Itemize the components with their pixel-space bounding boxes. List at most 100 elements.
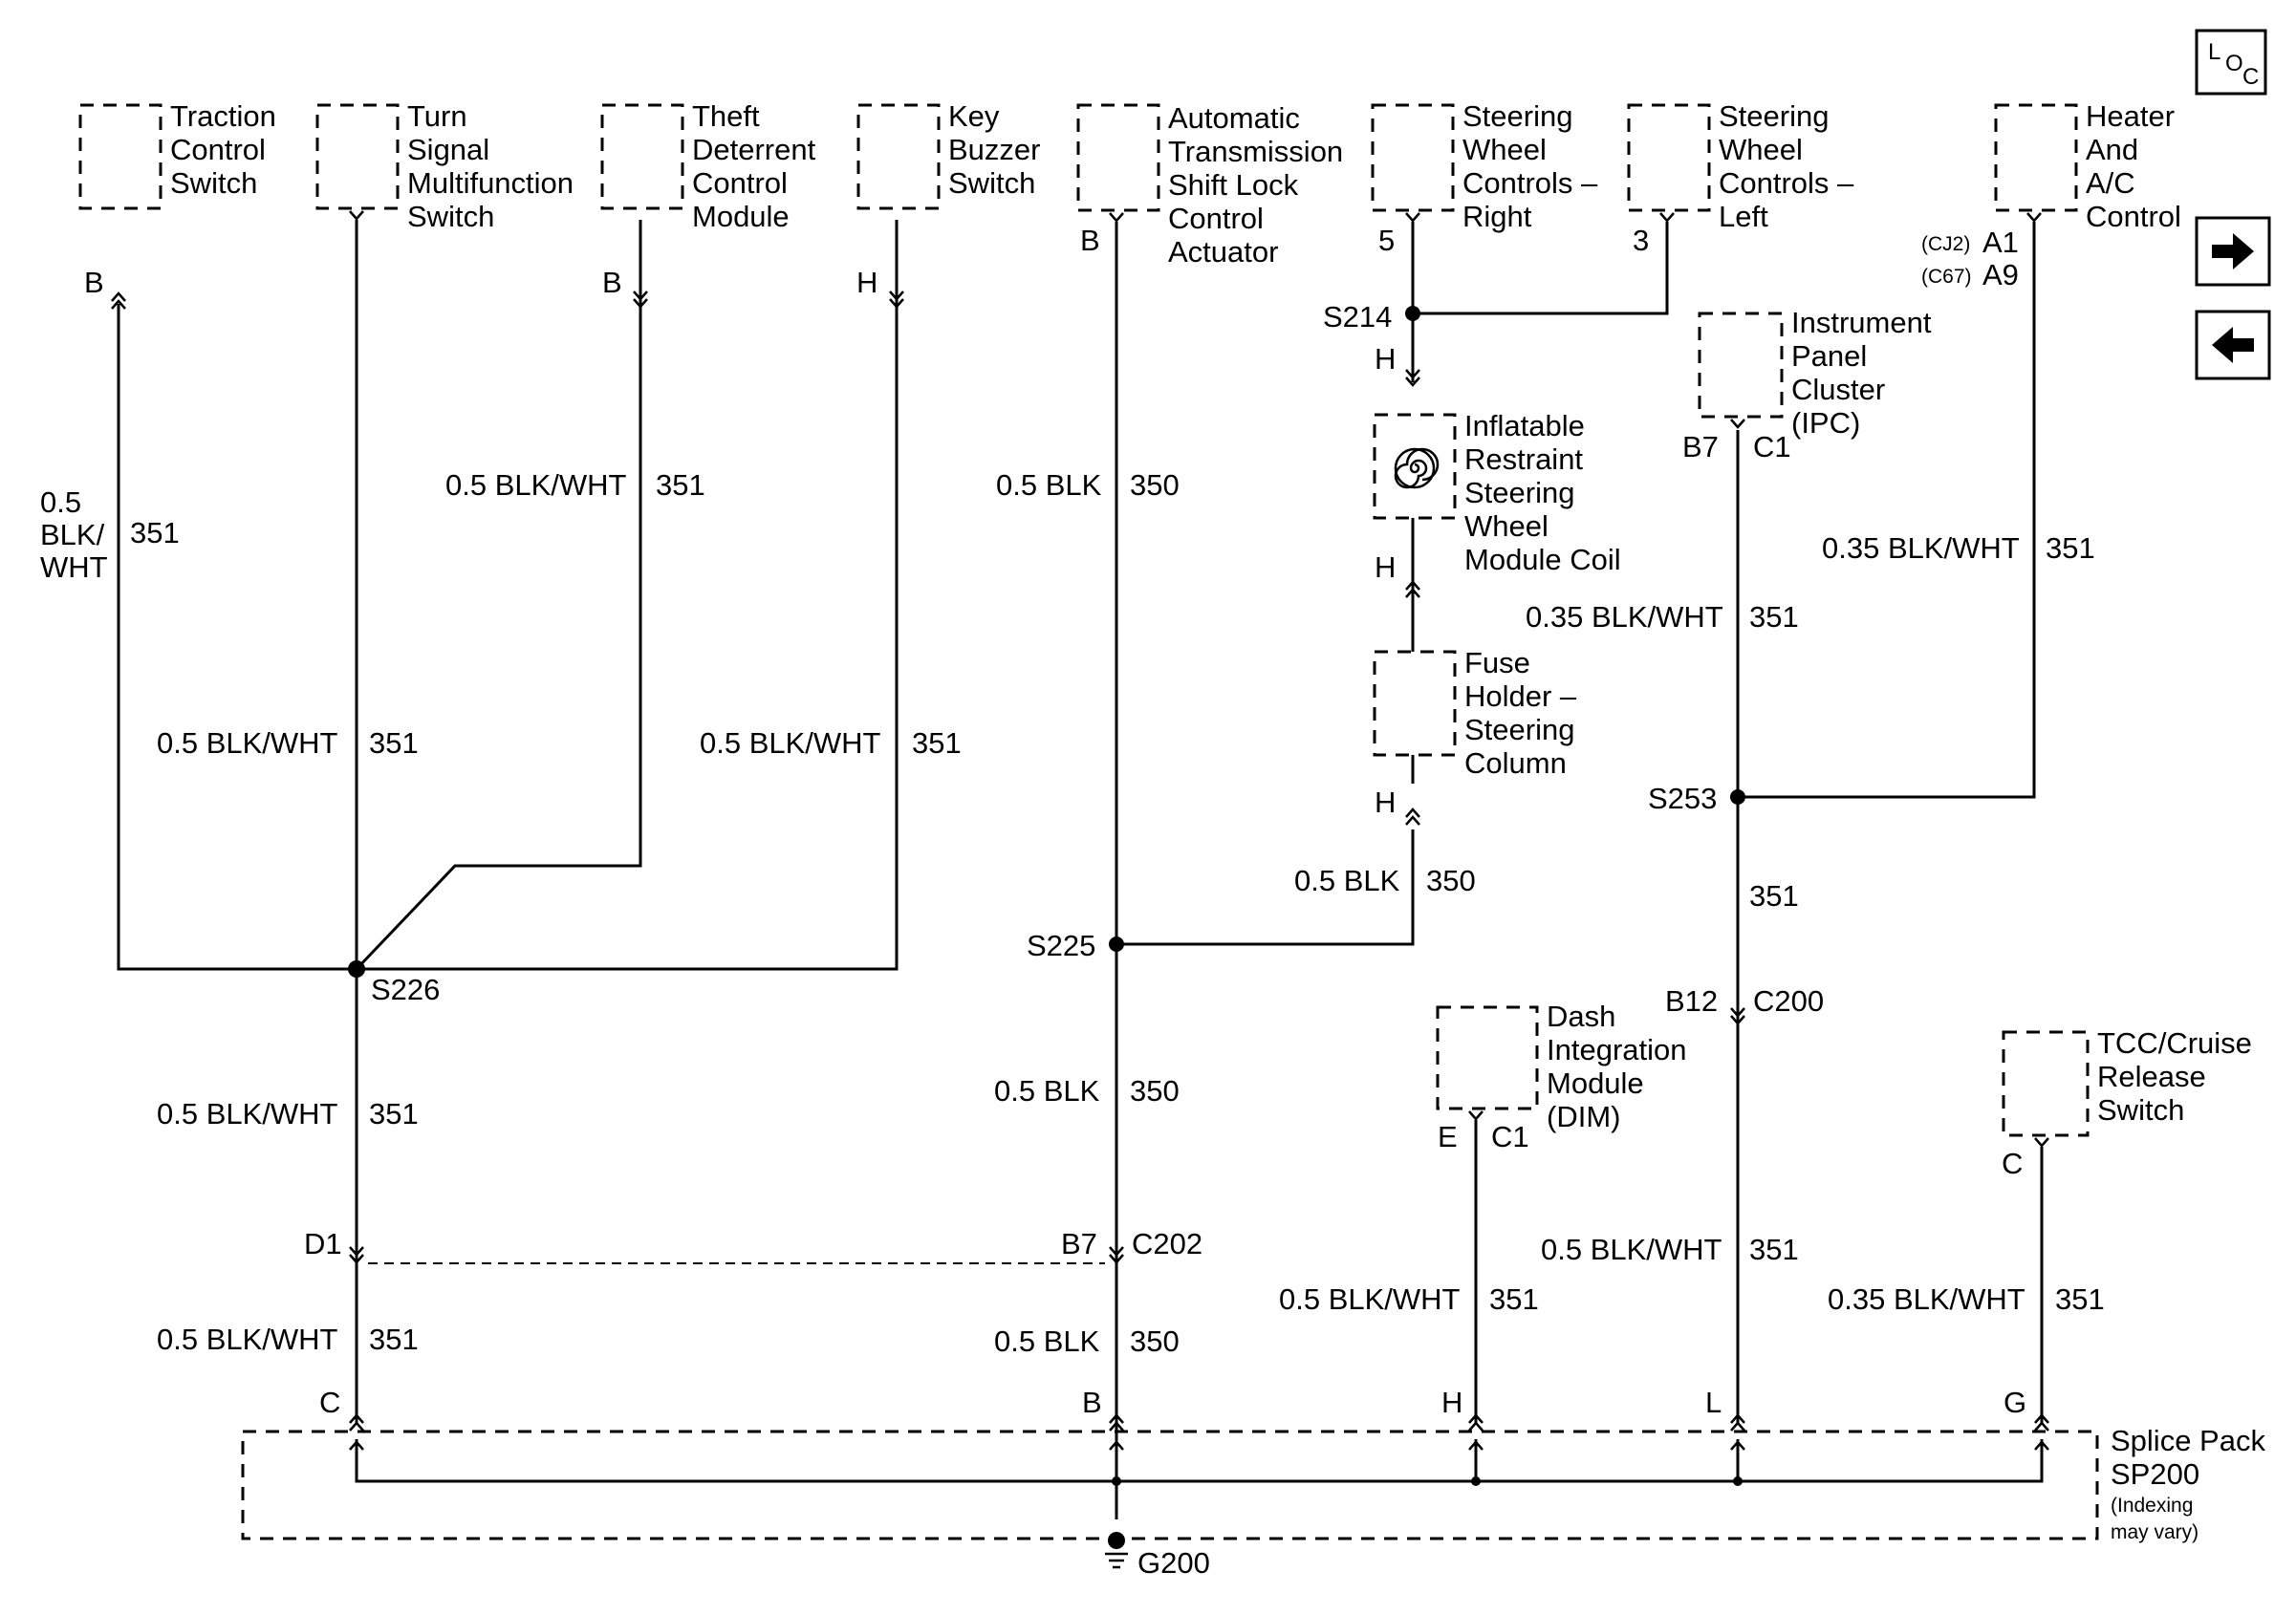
pin-coil-bottom: H	[1375, 550, 1396, 584]
arrow-left-icon	[2212, 327, 2254, 363]
wire-traction	[117, 304, 357, 971]
traction-control-switch	[78, 103, 162, 210]
splice-pack-sp200	[241, 1430, 2099, 1540]
wire8-circuit: 351	[369, 1097, 419, 1130]
wire-swc-left	[1413, 222, 1669, 315]
fuse-holder-steering-column	[1373, 650, 1457, 757]
wire1-circuit: 351	[130, 516, 180, 549]
pin-hvac-a9: A9	[1982, 258, 2019, 291]
steering-wheel-controls-right	[1371, 103, 1455, 212]
ground-g200-dot	[1108, 1532, 1125, 1549]
wire3-spec: 0.5 BLK/WHT	[157, 726, 338, 760]
steering-wheel-controls-left	[1627, 103, 1711, 212]
splice-s226: S226	[371, 973, 440, 1006]
wire12-circuit: 351	[2046, 531, 2095, 565]
wire5-circuit: 350	[1130, 468, 1180, 502]
wire13-circuit: 351	[1749, 879, 1799, 913]
heater-ac-control	[1994, 103, 2078, 212]
wire12-spec: 0.35 BLK/WHT	[1822, 531, 2020, 565]
tcc-cruise-release-switch	[2002, 1030, 2090, 1137]
wire16-spec: 0.35 BLK/WHT	[1828, 1282, 2025, 1316]
wire1-color1: BLK/	[40, 518, 105, 551]
wire10-spec: 0.5 BLK	[994, 1324, 1100, 1358]
wire2-spec: 0.5 BLK/WHT	[445, 468, 627, 502]
pin-tcc: C	[2002, 1147, 2023, 1180]
conn-ipc: C1	[1753, 430, 1791, 463]
svg-text:L: L	[2208, 39, 2220, 65]
prev-page-button[interactable]	[2195, 310, 2271, 380]
pin-sp-l: L	[1705, 1386, 1722, 1419]
pin-ipc: B7	[1682, 430, 1719, 463]
wire16-circuit: 351	[2055, 1282, 2105, 1316]
pin-traction: B	[84, 266, 104, 299]
pin-key-buzzer: H	[856, 266, 877, 299]
wire-hvac	[1738, 222, 2036, 799]
loc-button[interactable]: L O C	[2195, 29, 2267, 96]
splice-s226-dot	[348, 960, 365, 978]
wire10-circuit: 350	[1130, 1324, 1180, 1358]
pin-sp-b: B	[1082, 1386, 1102, 1419]
wire2-circuit: 351	[656, 468, 705, 502]
next-page-button[interactable]	[2195, 216, 2271, 287]
wire9-circuit: 351	[369, 1323, 419, 1356]
wire4-circuit: 351	[912, 726, 962, 760]
splice-s214: S214	[1323, 300, 1392, 334]
wire-theft	[355, 220, 642, 971]
pin-sp-h: H	[1441, 1386, 1462, 1419]
turn-signal-switch	[315, 103, 400, 210]
wire1-size: 0.5	[40, 485, 81, 519]
dash-integration-module	[1436, 1005, 1539, 1110]
wire8-spec: 0.5 BLK/WHT	[157, 1097, 338, 1130]
pin-dim: E	[1438, 1120, 1458, 1153]
wire11-spec: 0.35 BLK/WHT	[1526, 600, 1723, 634]
inflatable-restraint-coil	[1373, 413, 1457, 520]
wire14-spec: 0.5 BLK/WHT	[1541, 1233, 1722, 1266]
wire1-color2: WHT	[40, 550, 108, 584]
splice-s225: S225	[1027, 929, 1095, 962]
conn-c200: C200	[1753, 984, 1824, 1018]
splice-s253-dot	[1730, 789, 1745, 805]
splice-bus	[355, 1439, 2044, 1483]
hvac-cj2-note: (CJ2)	[1921, 233, 1970, 255]
wire3-circuit: 351	[369, 726, 419, 760]
splice-s214-dot	[1405, 306, 1420, 321]
theft-deterrent-module	[600, 103, 684, 210]
pin-swc-left: 3	[1633, 224, 1649, 257]
hvac-c67-note: (C67)	[1921, 266, 1972, 288]
wire9-spec: 0.5 BLK/WHT	[157, 1323, 338, 1356]
pin-sp-g: G	[2004, 1386, 2026, 1419]
wire7-spec: 0.5 BLK	[994, 1074, 1100, 1108]
instrument-panel-cluster	[1698, 312, 1784, 419]
pin-d1: D1	[304, 1227, 342, 1260]
splice-s253: S253	[1648, 782, 1717, 815]
conn-dim: C1	[1491, 1120, 1529, 1153]
pin-hvac-a1: A1	[1982, 226, 2019, 259]
shift-lock-actuator	[1076, 103, 1160, 212]
pin-b7: B7	[1061, 1227, 1097, 1260]
splice-s225-dot	[1109, 937, 1124, 952]
wire4-spec: 0.5 BLK/WHT	[700, 726, 881, 760]
pin-swc-right: 5	[1378, 224, 1395, 257]
wire6-spec: 0.5 BLK	[1294, 864, 1400, 897]
wire5-spec: 0.5 BLK	[996, 468, 1102, 502]
key-buzzer-switch	[856, 103, 941, 210]
svg-text:C: C	[2242, 64, 2259, 90]
wire-key-buzzer	[357, 220, 899, 971]
wire14-circuit: 351	[1749, 1233, 1799, 1266]
pin-sp-c: C	[319, 1386, 340, 1419]
conn-c202: C202	[1132, 1227, 1202, 1260]
wire11-circuit: 351	[1749, 600, 1799, 634]
clockspring-icon	[1394, 447, 1440, 489]
